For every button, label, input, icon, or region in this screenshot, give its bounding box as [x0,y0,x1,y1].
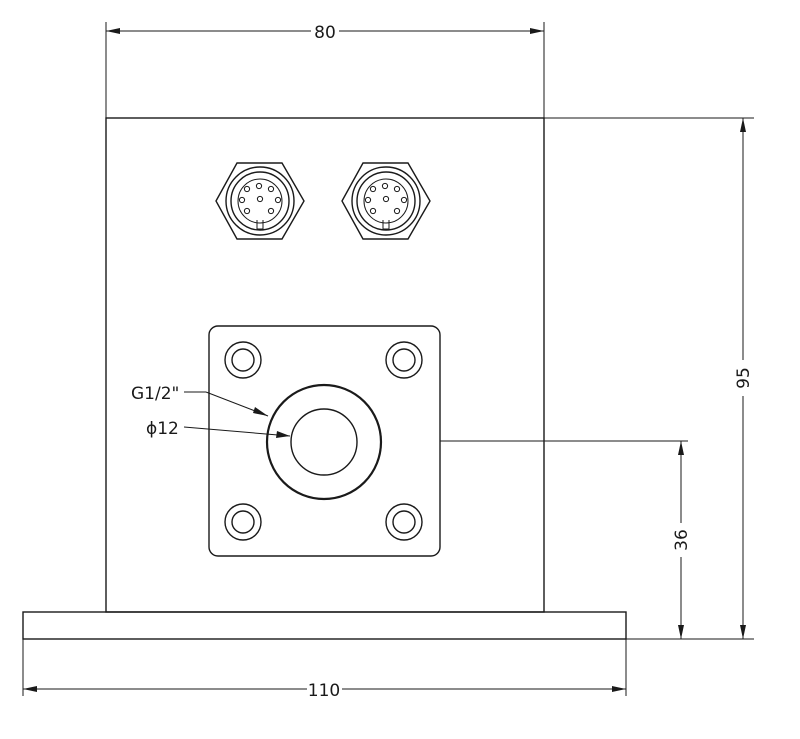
mounting-hole-bottom-left [224,503,262,541]
dimension-right [544,117,754,640]
connector-left [215,162,305,240]
port-bore-circle [290,408,358,476]
dimension-top [105,22,545,118]
mounting-hole-bottom-right [385,503,423,541]
dimension-port-height [440,440,688,639]
dimension-top-label: 80 [314,23,336,43]
port-thread-circle [265,383,383,501]
dimension-port-height-label: 36 [672,529,692,551]
callout-thread-label: G1/2" [131,384,179,404]
main-body [105,117,545,613]
callout-thread-leader [184,391,269,417]
callout-diameter-leader [183,426,291,438]
flange-plate [208,325,441,557]
mounting-hole-top-right [385,341,423,379]
callout-diameter-label: ϕ12 [146,419,179,439]
dimension-bottom [22,639,627,696]
base-plate [22,611,627,640]
dimension-right-label: 95 [734,367,754,389]
dimension-bottom-label: 110 [308,681,340,701]
connector-right [341,162,431,240]
mounting-hole-top-left [224,341,262,379]
